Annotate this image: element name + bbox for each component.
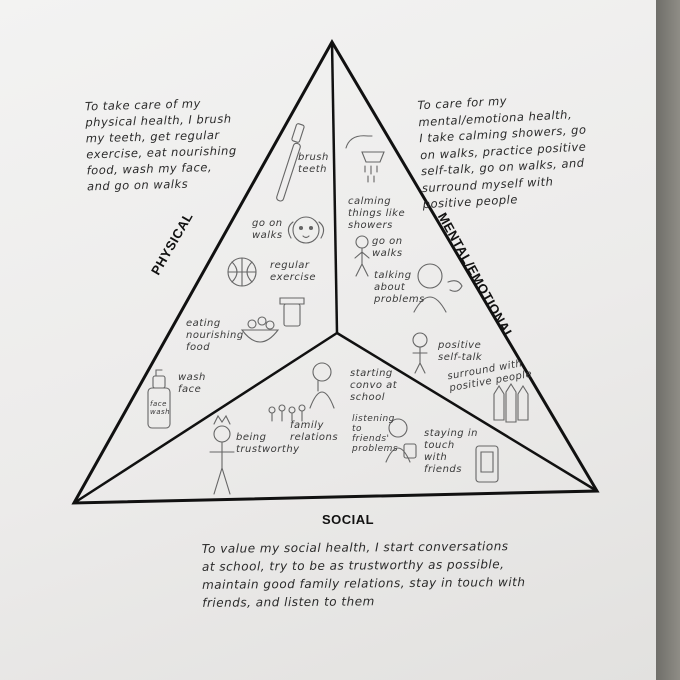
pencils-sketch	[493, 382, 529, 423]
label-wash-face: wash face	[178, 372, 206, 395]
social-note: To value my social health, I start conve…	[201, 539, 526, 610]
walking-figure-sketch	[354, 235, 370, 277]
trustworthy-figure-sketch	[209, 414, 235, 495]
shower-sketch	[345, 135, 385, 183]
label-staying-in-touch: staying in touch with friends	[424, 428, 478, 475]
label-starting-convo: starting convo at school	[350, 368, 398, 403]
label-calming-showers: calming things like showers	[348, 196, 406, 231]
self-talk-figure-sketch	[412, 332, 428, 374]
phone-sketch	[475, 445, 499, 483]
basketball-sketch	[227, 257, 257, 287]
label-family-relations: family relations	[290, 420, 339, 443]
dog-sketch	[287, 216, 325, 244]
divider-right	[336, 331, 598, 493]
side-label-social: SOCIAL	[322, 512, 375, 527]
jar-sketch	[279, 297, 305, 327]
label-talking-problems: talking about problems	[374, 270, 425, 305]
label-go-on-walks-mental: go on walks	[372, 236, 403, 259]
label-brush-teeth: brush teeth	[298, 152, 329, 175]
toothbrush-sketch	[276, 123, 305, 202]
bowl-sketch	[240, 316, 280, 343]
outer-triangle	[71, 38, 600, 505]
physical-note: To take care of my physical health, I br…	[84, 96, 237, 194]
label-regular-exercise: regular exercise	[270, 260, 316, 283]
talking-people-sketch	[413, 263, 463, 313]
face-wash-bottle-text: face wash	[150, 400, 171, 416]
family-figures-sketch	[268, 404, 306, 422]
face-wash-bottle-sketch	[147, 369, 171, 429]
mental-note: To care for my mental/emotiona health, I…	[417, 93, 587, 212]
listening-figures-sketch	[385, 418, 417, 463]
label-go-on-walks-physical: go on walks	[252, 218, 283, 241]
label-positive-self-talk: positive self-talk	[438, 340, 483, 363]
student-figure-sketch	[309, 362, 335, 409]
divider-top	[330, 41, 339, 334]
label-listening-friends: listening to friends' problems	[352, 414, 399, 454]
label-eating-food: eating nourishing food	[186, 318, 244, 353]
table-background	[656, 0, 680, 680]
label-being-trustworthy: being trustworthy	[236, 432, 300, 455]
divider-left	[73, 331, 338, 505]
